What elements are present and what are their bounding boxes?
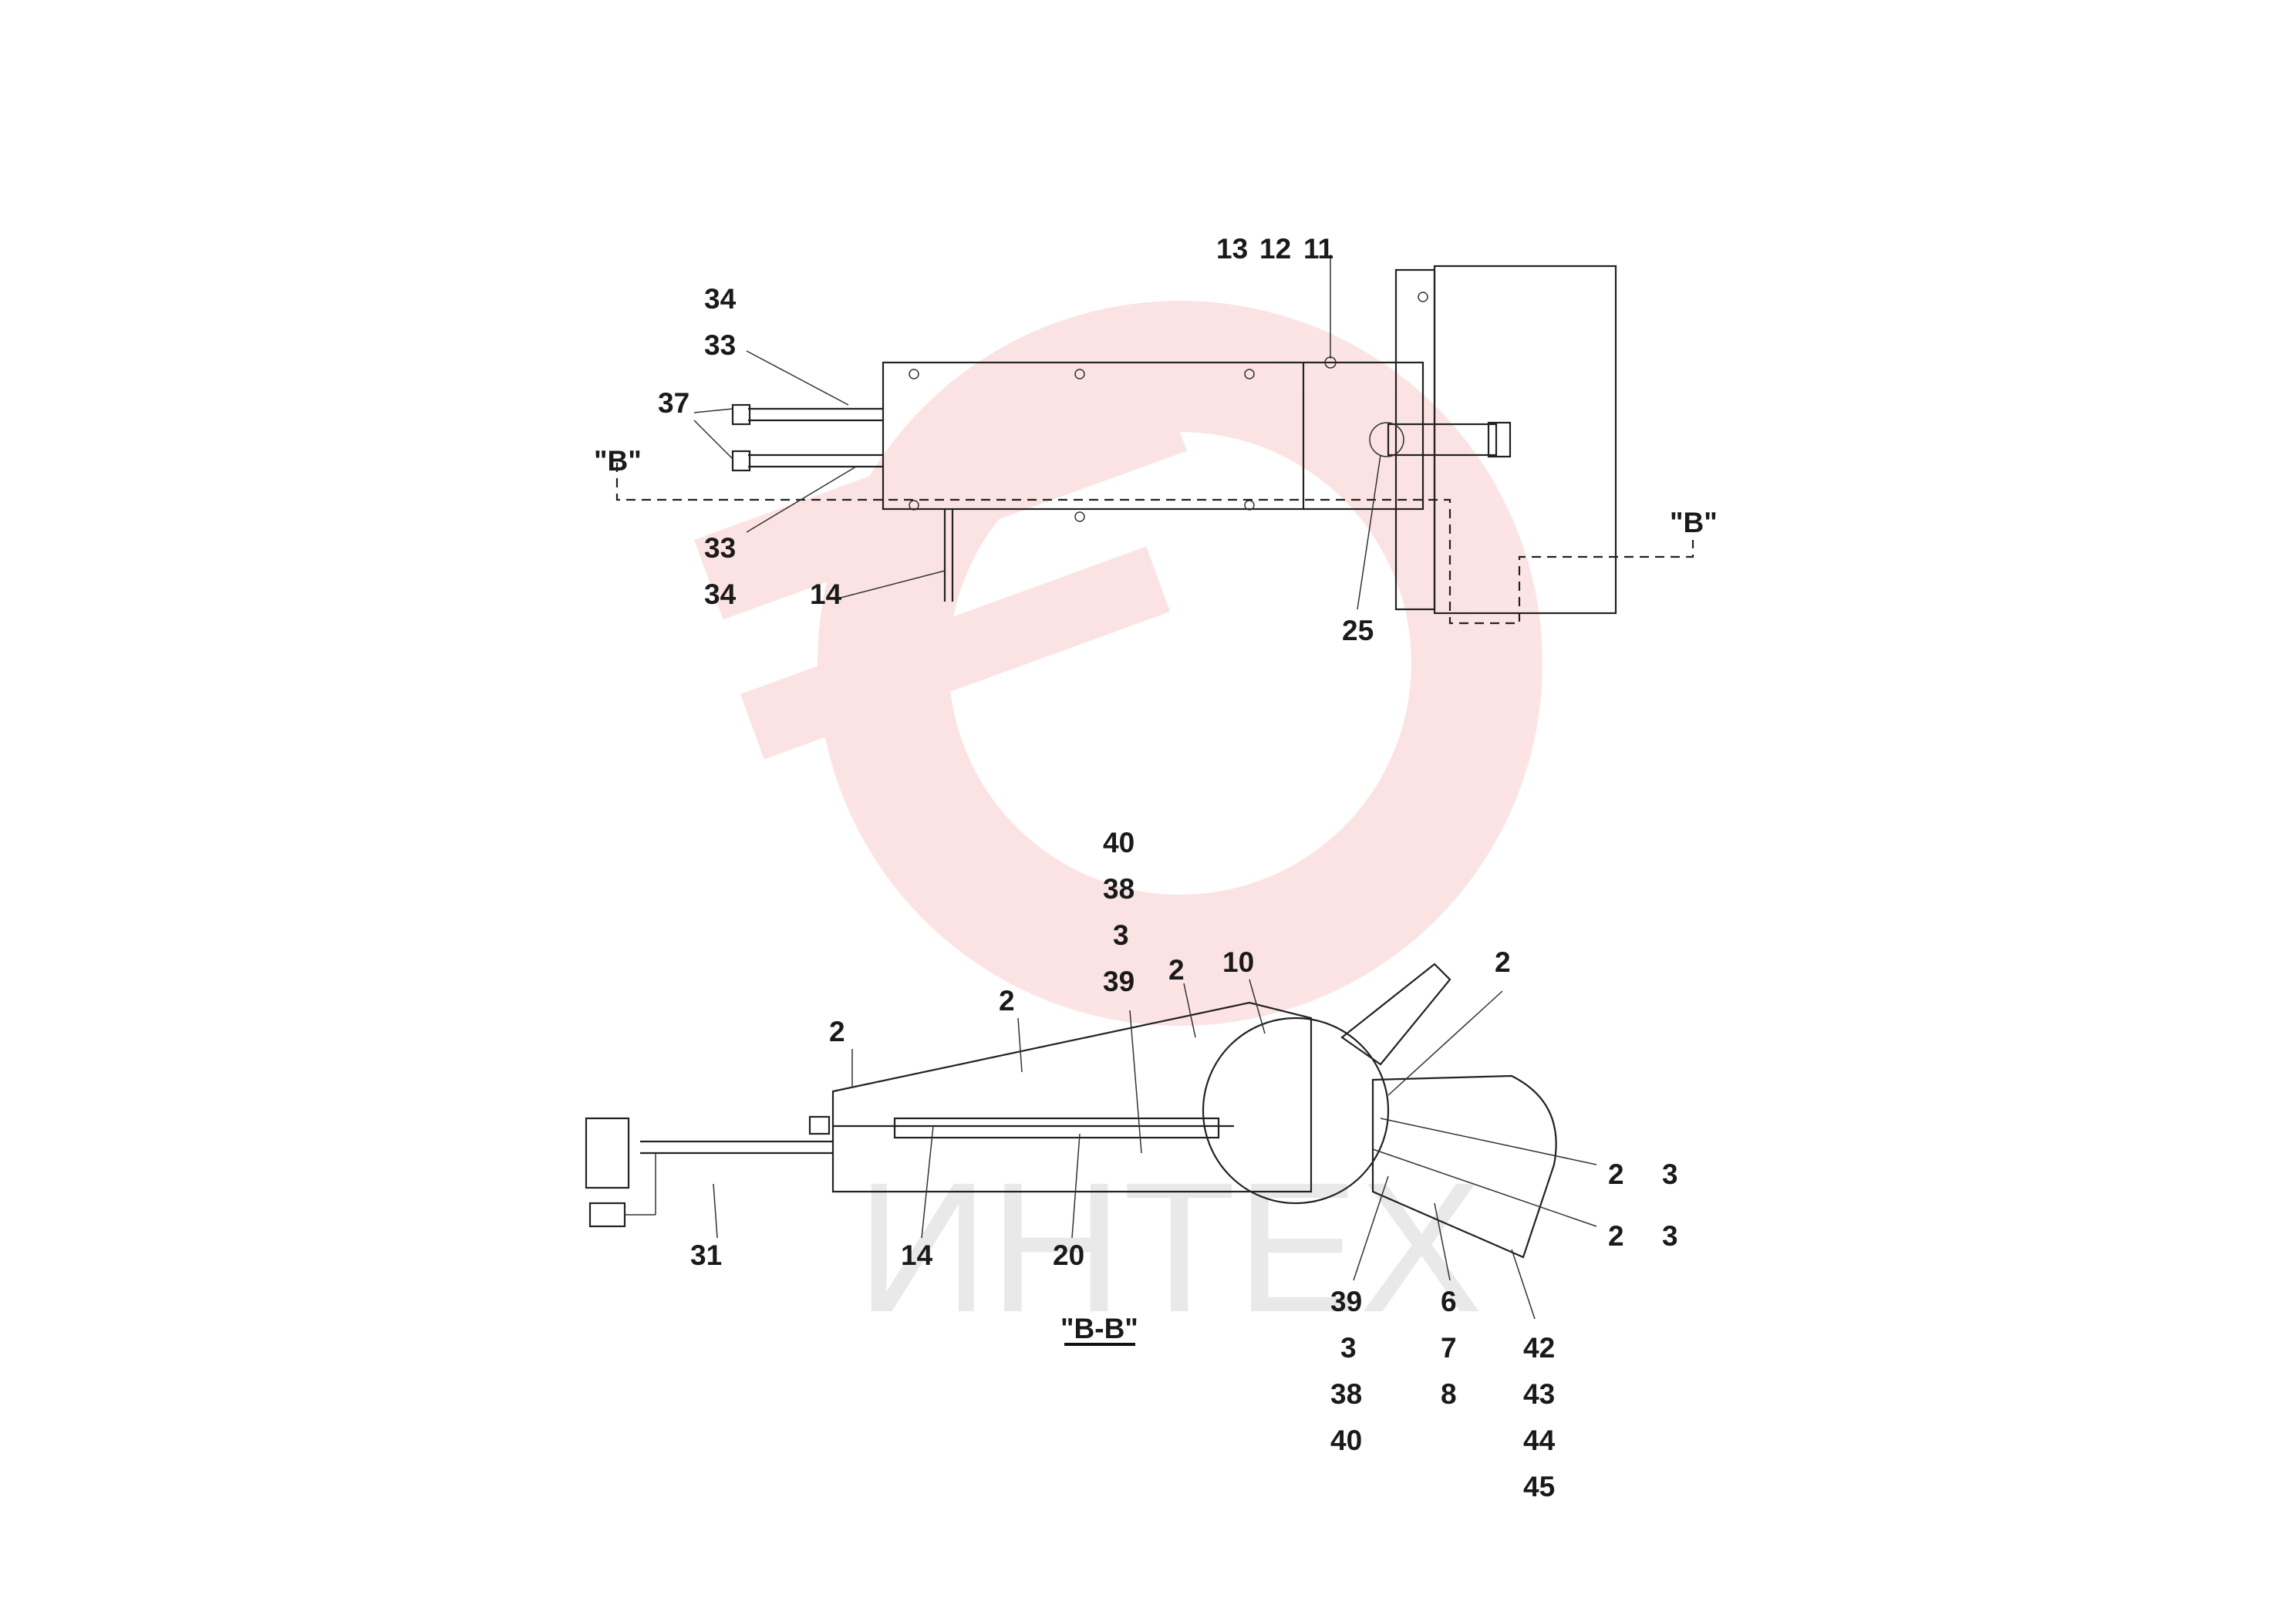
label-42: 42	[1523, 1332, 1555, 1364]
label-43: 43	[1523, 1378, 1555, 1410]
label-2-a: 2	[1168, 954, 1185, 986]
label-38-top: 38	[1103, 873, 1135, 905]
label-3-f: 3	[1662, 1220, 1678, 1252]
tube-body	[882, 361, 1424, 511]
label-39-bottom: 39	[1330, 1286, 1362, 1317]
cover	[1371, 1074, 1557, 1259]
label-14-top: 14	[810, 578, 842, 610]
label-14-section: 14	[901, 1239, 933, 1271]
label-12: 12	[1259, 233, 1291, 265]
label-33-bottom: 33	[704, 532, 736, 564]
section-line	[615, 463, 1694, 625]
connector	[585, 1117, 630, 1189]
label-3-top: 3	[1113, 919, 1129, 951]
section-mark-left: "B"	[594, 445, 642, 477]
label-2-e: 2	[1608, 1158, 1624, 1190]
label-2-c: 2	[829, 1016, 845, 1047]
label-20: 20	[1053, 1239, 1084, 1271]
section-view	[585, 963, 1597, 1346]
label-6: 6	[1441, 1286, 1457, 1317]
label-11: 11	[1303, 233, 1333, 265]
label-2-d: 2	[1495, 946, 1511, 978]
label-2-f: 2	[1608, 1220, 1624, 1252]
label-10: 10	[1222, 946, 1254, 978]
rotor-disc	[1202, 1017, 1390, 1205]
section-mark-right: "B"	[1670, 507, 1718, 538]
section-body	[831, 1001, 1313, 1193]
shaft	[1387, 423, 1498, 457]
top-view	[615, 255, 1694, 625]
watermark-gear-icon	[693, 301, 1542, 1026]
label-3-e: 3	[1662, 1158, 1678, 1190]
label-33-top: 33	[704, 329, 736, 361]
label-39-top: 39	[1103, 966, 1135, 997]
label-44: 44	[1523, 1425, 1556, 1456]
label-8: 8	[1441, 1378, 1457, 1410]
label-2-b: 2	[999, 985, 1015, 1017]
label-34-top: 34	[704, 283, 737, 315]
label-25: 25	[1342, 615, 1374, 646]
label-7: 7	[1441, 1332, 1457, 1364]
label-45: 45	[1523, 1471, 1555, 1502]
label-31: 31	[690, 1239, 722, 1271]
label-3-bottom: 3	[1340, 1332, 1357, 1364]
label-13: 13	[1216, 233, 1248, 265]
label-37: 37	[658, 387, 689, 419]
watermark-text: ИНТЕХ	[856, 1144, 1483, 1351]
label-34-bottom: 34	[704, 578, 737, 610]
label-40-bottom: 40	[1330, 1425, 1362, 1456]
label-40-top: 40	[1103, 827, 1135, 858]
label-38-bottom: 38	[1330, 1378, 1362, 1410]
section-title: "B-B"	[1060, 1313, 1138, 1344]
